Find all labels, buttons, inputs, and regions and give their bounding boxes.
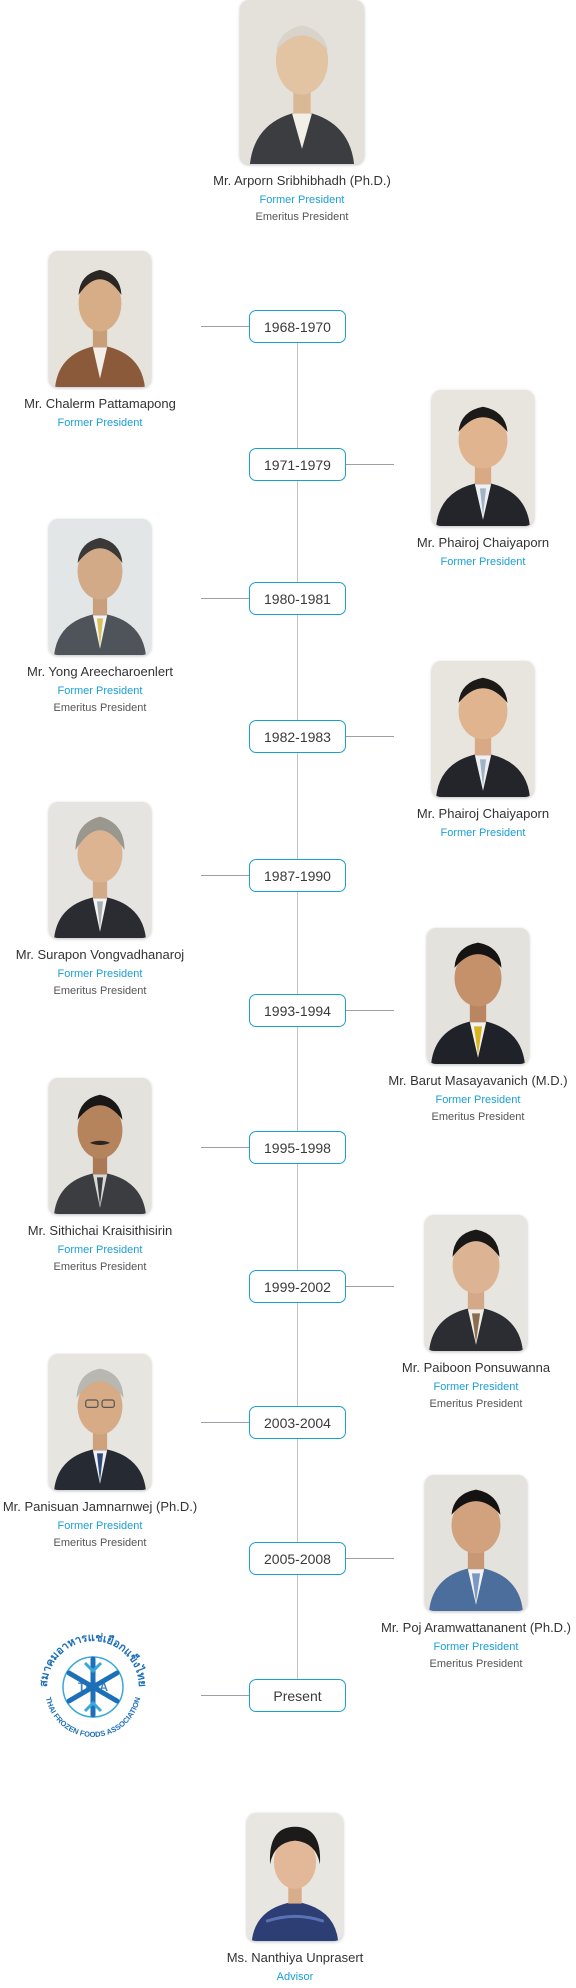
person-card: Mr. Poj Aramwattananent (Ph.D.) Former P… xyxy=(356,1475,576,1670)
person-name: Ms. Nanthiya Unprasert xyxy=(226,1950,364,1965)
timeline-connector xyxy=(346,1286,394,1287)
year-badge: 1968-1970 xyxy=(249,310,346,343)
year-badge: 2003-2004 xyxy=(249,1406,346,1439)
person-card: Mr. Sithichai Kraisithisirin Former Pres… xyxy=(0,1078,220,1273)
person-name: Mr. Phairoj Chaiyaporn xyxy=(416,535,550,550)
person-role-secondary: Emeritus President xyxy=(53,702,147,714)
person-role-secondary: Emeritus President xyxy=(431,1111,525,1123)
timeline-connector xyxy=(346,736,394,737)
person-role: Former President xyxy=(57,968,143,980)
person-photo xyxy=(49,519,151,655)
year-badge: 1993-1994 xyxy=(249,994,346,1027)
year-badge: 1995-1998 xyxy=(249,1131,346,1164)
person-role: Former President xyxy=(440,827,526,839)
person-photo xyxy=(432,390,534,526)
person-role: Former President xyxy=(440,556,526,568)
person-card: Mr. Phairoj Chaiyaporn Former President xyxy=(363,390,576,568)
person-role: Former President xyxy=(57,685,143,697)
timeline-connector xyxy=(201,1147,249,1148)
person-role: Former President xyxy=(57,417,143,429)
person-card: Mr. Phairoj Chaiyaporn Former President xyxy=(363,661,576,839)
person-name: Mr. Barut Masayavanich (M.D.) xyxy=(388,1073,568,1088)
person-role: Former President xyxy=(57,1244,143,1256)
person-card: Mr. Chalerm Pattamapong Former President xyxy=(0,251,220,429)
person-role: Advisor xyxy=(276,1971,314,1983)
portrait-icon xyxy=(49,1078,151,1214)
person-name: Mr. Paiboon Ponsuwanna xyxy=(401,1360,551,1375)
portrait-icon xyxy=(425,1475,527,1611)
person-photo xyxy=(49,1078,151,1214)
timeline-connector xyxy=(201,875,249,876)
person-photo xyxy=(425,1475,527,1611)
person-name: Mr. Arporn Sribhibhadh (Ph.D.) xyxy=(213,173,391,188)
person-name: Mr. Sithichai Kraisithisirin xyxy=(27,1223,173,1238)
person-photo xyxy=(425,1215,527,1351)
person-name: Mr. Panisuan Jamnarnwej (Ph.D.) xyxy=(2,1499,198,1514)
person-name: Mr. Surapon Vongvadhanaroj xyxy=(15,947,185,962)
person-photo xyxy=(49,1354,151,1490)
logo-abbreviation: TFFA xyxy=(78,1680,108,1694)
tffa-logo: สมาคมอาหารแช่เยือกแข็งไทย THAI FROZEN FO… xyxy=(33,1627,153,1747)
person-photo xyxy=(240,0,364,164)
timeline-connector xyxy=(346,464,394,465)
year-badge: 1980-1981 xyxy=(249,582,346,615)
timeline-connector xyxy=(201,598,249,599)
portrait-icon xyxy=(432,390,534,526)
person-role: Former President xyxy=(57,1520,143,1532)
person-photo xyxy=(427,928,529,1064)
person-card: Mr. Yong Areecharoenlert Former Presiden… xyxy=(0,519,220,714)
year-badge: 1999-2002 xyxy=(249,1270,346,1303)
person-role-secondary: Emeritus President xyxy=(255,211,349,223)
person-photo xyxy=(432,661,534,797)
portrait-icon xyxy=(49,519,151,655)
person-role: Former President xyxy=(433,1381,519,1393)
timeline-connector xyxy=(346,1558,394,1559)
person-card-bottom: Ms. Nanthiya Unprasert Advisor xyxy=(175,1813,415,1983)
snowflake-icon: สมาคมอาหารแช่เยือกแข็งไทย THAI FROZEN FO… xyxy=(38,1632,148,1739)
portrait-icon xyxy=(49,802,151,938)
person-role: Former President xyxy=(433,1641,519,1653)
portrait-icon xyxy=(432,661,534,797)
person-name: Mr. Phairoj Chaiyaporn xyxy=(416,806,550,821)
person-role: Former President xyxy=(259,194,345,206)
year-badge: Present xyxy=(249,1679,346,1712)
person-card: Mr. Paiboon Ponsuwanna Former President … xyxy=(356,1215,576,1410)
portrait-icon xyxy=(49,1354,151,1490)
portrait-icon xyxy=(425,1215,527,1351)
person-card-top: Mr. Arporn Sribhibhadh (Ph.D.) Former Pr… xyxy=(182,0,422,223)
person-role-secondary: Emeritus President xyxy=(53,1261,147,1273)
person-role-secondary: Emeritus President xyxy=(429,1398,523,1410)
timeline-connector xyxy=(201,1422,249,1423)
person-photo xyxy=(49,802,151,938)
portrait-icon xyxy=(247,1813,343,1941)
person-role: Former President xyxy=(435,1094,521,1106)
person-card: Mr. Barut Masayavanich (M.D.) Former Pre… xyxy=(358,928,576,1123)
person-role-secondary: Emeritus President xyxy=(429,1658,523,1670)
person-role-secondary: Emeritus President xyxy=(53,985,147,997)
year-badge: 1982-1983 xyxy=(249,720,346,753)
person-name: Mr. Chalerm Pattamapong xyxy=(24,396,176,411)
person-card: Mr. Surapon Vongvadhanaroj Former Presid… xyxy=(0,802,220,997)
year-badge: 1987-1990 xyxy=(249,859,346,892)
year-badge: 1971-1979 xyxy=(249,448,346,481)
person-photo xyxy=(247,1813,343,1941)
person-name: Mr. Yong Areecharoenlert xyxy=(27,664,173,679)
person-name: Mr. Poj Aramwattananent (Ph.D.) xyxy=(380,1620,572,1635)
portrait-icon xyxy=(427,928,529,1064)
portrait-icon xyxy=(49,251,151,387)
timeline-connector xyxy=(346,1010,394,1011)
year-badge: 2005-2008 xyxy=(249,1542,346,1575)
person-card: Mr. Panisuan Jamnarnwej (Ph.D.) Former P… xyxy=(0,1354,220,1549)
timeline-connector xyxy=(201,1695,249,1696)
person-role-secondary: Emeritus President xyxy=(53,1537,147,1549)
timeline-connector xyxy=(201,326,249,327)
person-photo xyxy=(49,251,151,387)
portrait-icon xyxy=(240,0,364,164)
